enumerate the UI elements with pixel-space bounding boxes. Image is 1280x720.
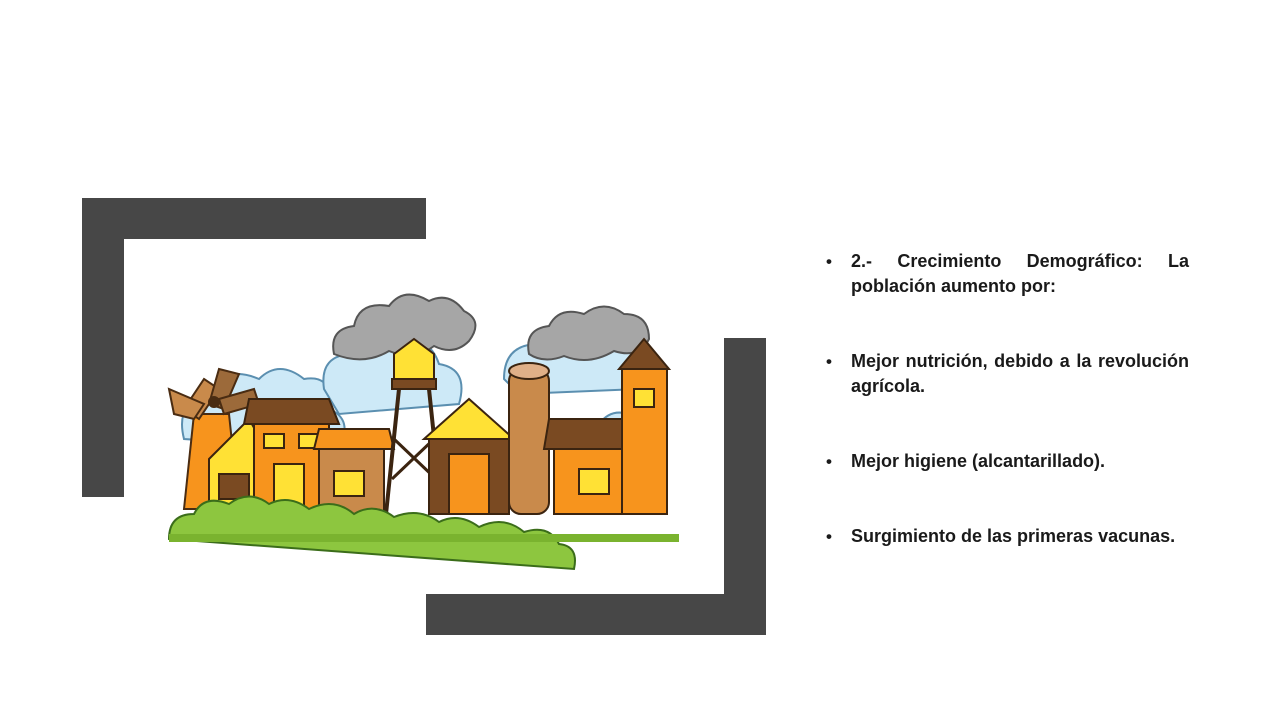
village-illustration <box>124 239 724 594</box>
bullet-hygiene: Mejor higiene (alcantarillado). <box>826 449 1189 474</box>
frame-top-left-horizontal <box>82 198 426 239</box>
bullet-list: 2.- Crecimiento Demográfico: La població… <box>826 249 1189 549</box>
frame-bottom-right-vertical <box>724 338 766 635</box>
bullet-vaccines: Surgimiento de las primeras vacunas. <box>826 524 1189 549</box>
village-icon <box>167 293 679 571</box>
frame-top-left-vertical <box>82 198 124 497</box>
bullet-nutrition: Mejor nutrición, debido a la revolución … <box>826 349 1189 399</box>
frame-bottom-right-horizontal <box>426 594 766 635</box>
bullet-demographic-growth: 2.- Crecimiento Demográfico: La població… <box>826 249 1189 299</box>
